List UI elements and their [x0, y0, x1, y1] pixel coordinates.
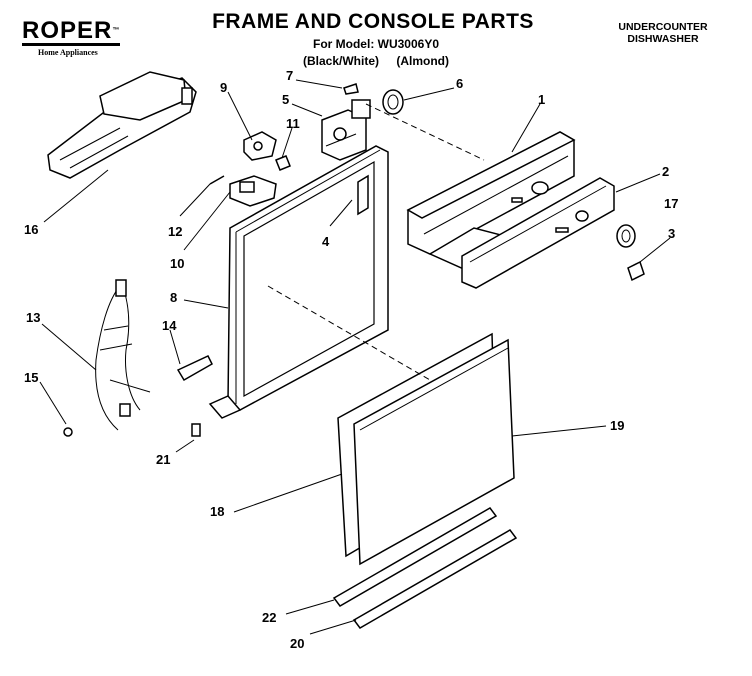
- callout-10: 10: [170, 256, 184, 271]
- part-8-frame: [208, 145, 389, 419]
- callout-1: 1: [538, 92, 545, 107]
- appliance-line-2: DISHWASHER: [627, 33, 699, 45]
- part-9-switch: [243, 131, 277, 161]
- appliance-line-1: UNDERCOUNTER: [618, 21, 708, 33]
- color-secondary: (Almond): [396, 54, 449, 68]
- callout-6: 6: [456, 76, 463, 91]
- part-5-timer: [321, 99, 371, 161]
- callout-13: 13: [26, 310, 40, 325]
- callout-4: 4: [322, 234, 330, 249]
- callout-15: 15: [24, 370, 38, 385]
- part-14-switch: [176, 355, 213, 382]
- callout-5: 5: [282, 92, 289, 107]
- part-7-screw: [343, 83, 359, 95]
- callout-18: 18: [210, 504, 224, 519]
- brand-trademark: ™: [112, 27, 121, 34]
- callout-12: 12: [168, 224, 182, 239]
- callout-21: 21: [156, 452, 170, 467]
- assembly-lines: [267, 103, 485, 381]
- part-20-trim: [352, 529, 518, 629]
- brand-logo: ROPER™ Home Appliances: [22, 17, 132, 57]
- part-19-panel: [353, 338, 515, 566]
- callout-17: 17: [664, 196, 678, 211]
- callout-22: 22: [262, 610, 276, 625]
- callout-11: 11: [286, 116, 300, 131]
- part-11-clip: [275, 155, 291, 171]
- part-22-trim: [332, 507, 498, 607]
- leader-lines: [39, 79, 671, 635]
- brand-tagline: Home Appliances: [38, 48, 98, 57]
- appliance-type: UNDERCOUNTER DISHWASHER: [598, 21, 728, 45]
- part-2-panel: [461, 177, 615, 289]
- color-variants: (Black/White) (Almond): [0, 54, 752, 68]
- callout-3: 3: [668, 226, 675, 241]
- model-line: For Model: WU3006Y0: [312, 37, 440, 51]
- callout-7: 7: [286, 68, 293, 83]
- callout-9: 9: [220, 80, 227, 95]
- callout-20: 20: [290, 636, 304, 651]
- callout-labels: 1 2 3 4 5 6 7 8 9 10 11 12 13 14 15 16 1…: [24, 68, 678, 651]
- part-10-bracket: [229, 175, 277, 207]
- part-15-screw: [63, 427, 73, 437]
- part-17-knob: [616, 224, 636, 248]
- part-6-knob: [382, 89, 404, 115]
- part-12-pin: [209, 175, 225, 185]
- brand-name: ROPER: [22, 17, 113, 44]
- part-3-clip: [627, 260, 645, 282]
- callout-8: 8: [170, 290, 177, 305]
- callout-14: 14: [162, 318, 177, 333]
- callout-2: 2: [662, 164, 669, 179]
- part-13-harness: [95, 279, 151, 431]
- callout-16: 16: [24, 222, 38, 237]
- color-primary: (Black/White): [302, 54, 379, 68]
- page-title: FRAME AND CONSOLE PARTS: [212, 10, 534, 33]
- part-16-bracket: [47, 71, 197, 179]
- callout-19: 19: [610, 418, 624, 433]
- part-21-clip: [191, 423, 201, 437]
